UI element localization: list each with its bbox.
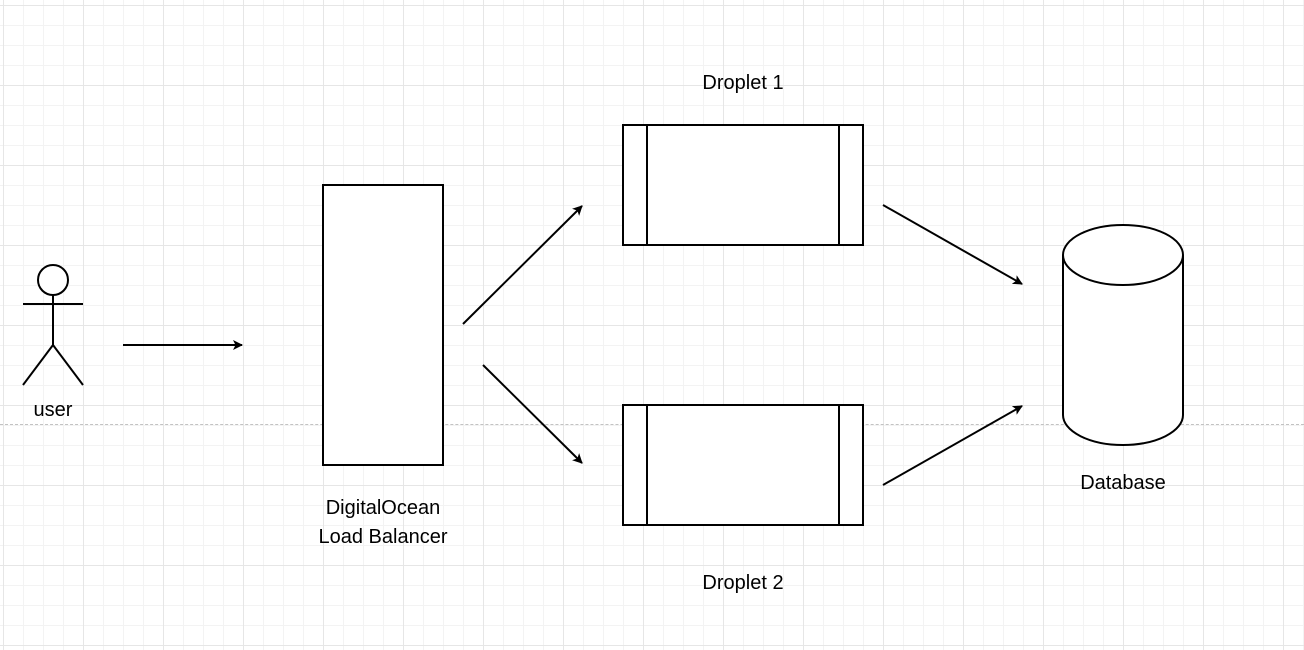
user-label: user (33, 399, 73, 421)
arrow-droplet-2-to-database[interactable] (882, 405, 1023, 486)
arrow-load-balancer-to-droplet-2[interactable] (482, 364, 583, 464)
arrow-droplet-1-to-database[interactable] (882, 204, 1023, 285)
droplet-1-label: Droplet 1 (702, 72, 784, 94)
arrow-load-balancer-to-droplet-1[interactable] (462, 205, 583, 325)
droplet-2-label: Droplet 2 (702, 572, 784, 594)
load-balancer-label-line-2: Load Balancer (318, 526, 448, 548)
database-label: Database (1080, 472, 1166, 494)
user-actor-icon[interactable] (22, 264, 84, 386)
load-balancer-box[interactable] (322, 184, 444, 466)
droplet-2-box[interactable] (622, 404, 864, 526)
load-balancer-label-line-1: DigitalOcean (325, 497, 441, 519)
database-cylinder-icon[interactable] (1062, 224, 1184, 446)
load-balancer-label: DigitalOcean Load Balancer (283, 494, 483, 552)
droplet-1-box[interactable] (622, 124, 864, 246)
